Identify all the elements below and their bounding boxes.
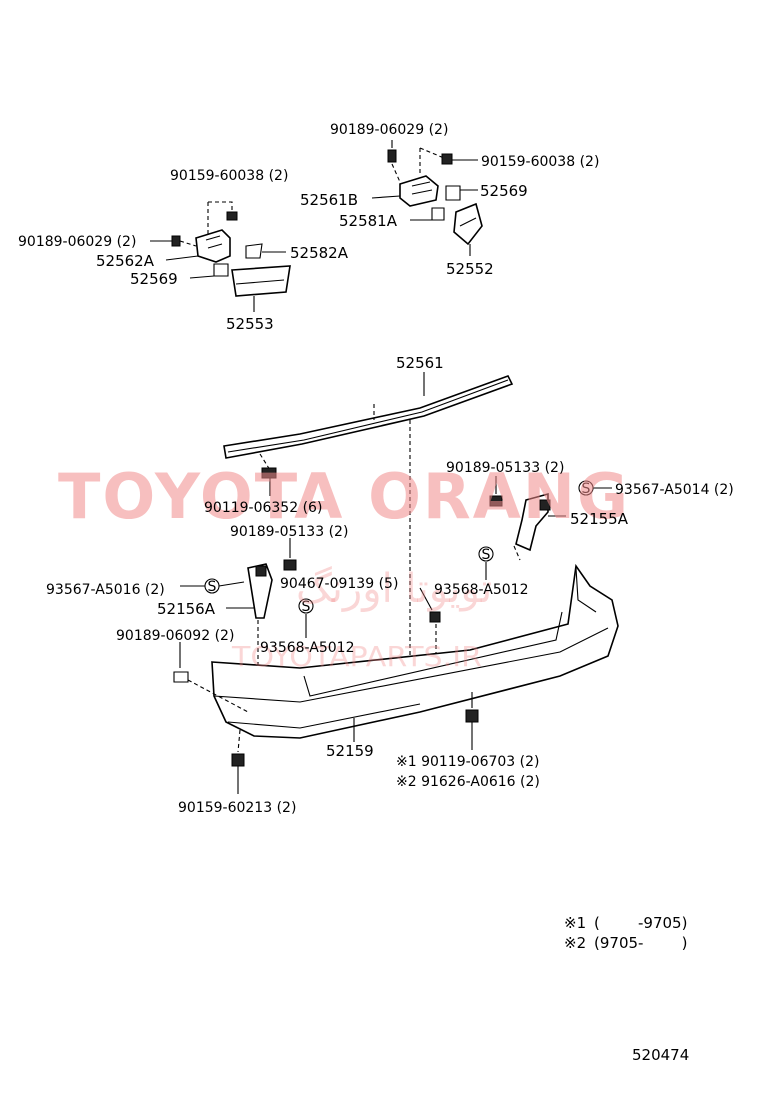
- bracket-52561B: [399, 175, 439, 207]
- legend: ※1 ( -9705) ※2 (9705- ): [564, 914, 687, 952]
- label-52561: 52561: [396, 354, 444, 372]
- label-52552: 52552: [446, 260, 494, 278]
- clip-90467-09139: [429, 611, 441, 623]
- clip-90189-05133-right: [489, 495, 503, 507]
- bumper-cover-52159: [173, 563, 619, 794]
- label-52561B: 52561B: [300, 191, 358, 209]
- label-52569-right: 52569: [480, 182, 528, 200]
- label-52569-left: 52569: [130, 270, 178, 288]
- s-marker-icon-right: [478, 546, 494, 562]
- label-91626-A0616: ※2 91626-A0616 (2): [396, 774, 540, 790]
- label-90189-06092: 90189-06092 (2): [116, 628, 234, 644]
- s-marker-icon-mid: [298, 598, 314, 614]
- label-52562A: 52562A: [96, 252, 155, 270]
- label-90159-60213: 90159-60213 (2): [178, 800, 296, 816]
- label-52582A: 52582A: [290, 244, 349, 262]
- right-bracket-assembly: [371, 140, 483, 256]
- bolt-icon: [226, 211, 238, 221]
- label-90119-06352: 90119-06352 (6): [204, 500, 322, 516]
- label-90189-05133-left: 90189-05133 (2): [230, 524, 348, 540]
- label-90467-09139: 90467-09139 (5): [280, 576, 398, 592]
- label-90159-60038-left: 90159-60038 (2): [170, 168, 288, 184]
- screw-90119-06703: [465, 709, 479, 723]
- legend-note1-mark: ※1: [564, 914, 586, 932]
- clip-90189-05133-left: [283, 559, 297, 571]
- diagram-code: 520474: [632, 1046, 689, 1064]
- clip-90119-06352: [261, 467, 277, 479]
- label-93567-A5014: 93567-A5014 (2): [615, 482, 734, 498]
- legend-note1-range: ( -9705): [594, 914, 687, 932]
- clip-90189-06092: [173, 671, 189, 683]
- watermark-url: TOYOTAPARTS.IR: [231, 640, 482, 673]
- pad-52581A: [431, 207, 445, 221]
- label-52553: 52553: [226, 315, 274, 333]
- svg-text:S: S: [302, 599, 311, 615]
- svg-text:S: S: [208, 579, 217, 595]
- left-bracket-assembly: [150, 201, 291, 312]
- label-90119-06703: ※1 90119-06703 (2): [396, 754, 540, 770]
- reinforcement-52561: [223, 372, 514, 660]
- cover-52553: [231, 265, 291, 297]
- clip-icon-top: [387, 149, 397, 163]
- cover-52552: [453, 202, 483, 246]
- cap-52582A: [245, 243, 263, 259]
- legend-note2-range: (9705- ): [594, 934, 687, 952]
- watermark: TOYOTA ORANG تویوتا اورنگ TOYOTAPARTS.IR: [58, 460, 630, 673]
- part-labels: 90189-06029 (2) 90159-60038 (2) 52561B 5…: [18, 122, 734, 816]
- center-clip: S: [419, 546, 494, 660]
- label-93568-A5012-left: 93568-A5012: [260, 640, 355, 656]
- clip-90159-60213: [231, 753, 245, 767]
- label-90189-06029-top: 90189-06029 (2): [330, 122, 448, 138]
- label-90189-06029-left: 90189-06029 (2): [18, 234, 136, 250]
- watermark-persian: تویوتا اورنگ: [296, 566, 492, 612]
- label-52155A: 52155A: [570, 510, 629, 528]
- retainer-52156A: S S: [180, 538, 314, 700]
- label-90189-05133-right: 90189-05133 (2): [446, 460, 564, 476]
- pad-52569-left: [213, 263, 229, 277]
- pad-52569-right: [445, 185, 461, 201]
- retainer-52155A: S: [489, 476, 612, 561]
- clip-icon: [171, 235, 181, 247]
- svg-text:S: S: [582, 481, 591, 497]
- reinforcement-bar: [223, 375, 514, 459]
- svg-text:S: S: [482, 547, 491, 563]
- label-93567-A5016: 93567-A5016 (2): [46, 582, 165, 598]
- legend-note2-mark: ※2: [564, 934, 586, 952]
- label-93568-A5012-right: 93568-A5012: [434, 582, 529, 598]
- watermark-brand: TOYOTA ORANG: [58, 460, 630, 533]
- bolt-icon-top: [441, 153, 453, 165]
- label-52581A: 52581A: [339, 212, 398, 230]
- retainer-bracket-left: [247, 563, 273, 619]
- bar-clips: [261, 467, 277, 496]
- label-52159: 52159: [326, 742, 374, 760]
- label-52156A: 52156A: [157, 600, 216, 618]
- label-90159-60038-top: 90159-60038 (2): [481, 154, 599, 170]
